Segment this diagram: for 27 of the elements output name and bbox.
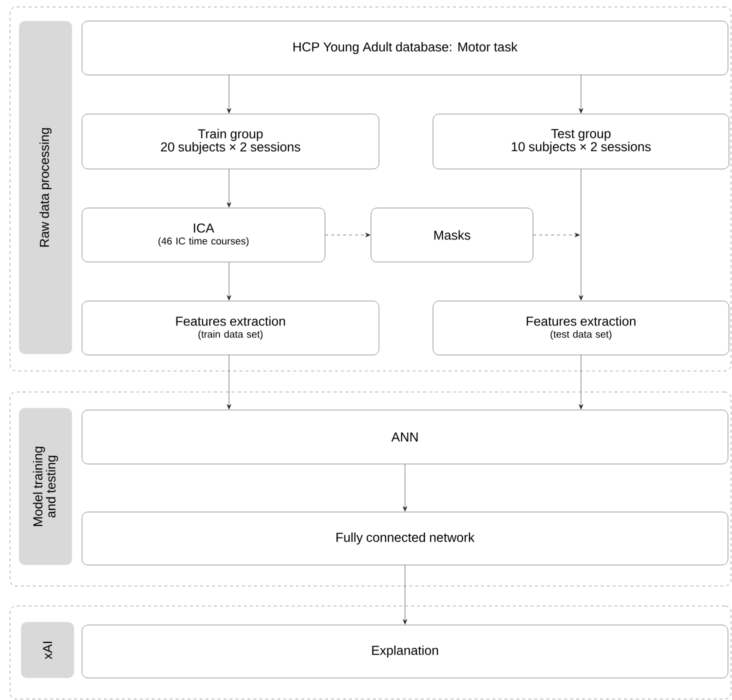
process-box: Fully connected network (82, 512, 728, 566)
arrow (325, 232, 370, 238)
arrow (226, 262, 232, 300)
process-box: ICA (46 IC time courses) (82, 208, 326, 262)
arrow (402, 565, 408, 624)
section-label: Raw data processing (19, 21, 72, 354)
process-box: ANN (82, 410, 728, 464)
arrow (533, 232, 580, 238)
arrow (226, 75, 232, 114)
section-frame (10, 392, 732, 586)
arrow (578, 75, 584, 114)
arrow (226, 169, 232, 208)
process-box: HCP Young Adult database: Motor task (82, 20, 728, 76)
section-label: xAI (21, 622, 74, 678)
process-box: Test group 10 subjects × 2 sessions (432, 114, 730, 170)
section-label: Model training and testing (19, 408, 72, 565)
process-box: Features extraction (train data set) (82, 300, 380, 356)
arrow (578, 355, 584, 410)
section-frame (10, 606, 732, 700)
process-box: Explanation (82, 624, 728, 678)
arrow (578, 169, 584, 300)
section-frame (10, 6, 732, 372)
process-box: Train group 20 subjects × 2 sessions (82, 114, 380, 170)
arrow (226, 355, 232, 410)
process-box: Masks (370, 208, 534, 262)
arrow (402, 464, 408, 512)
process-box: Features extraction (test data set) (432, 300, 730, 356)
